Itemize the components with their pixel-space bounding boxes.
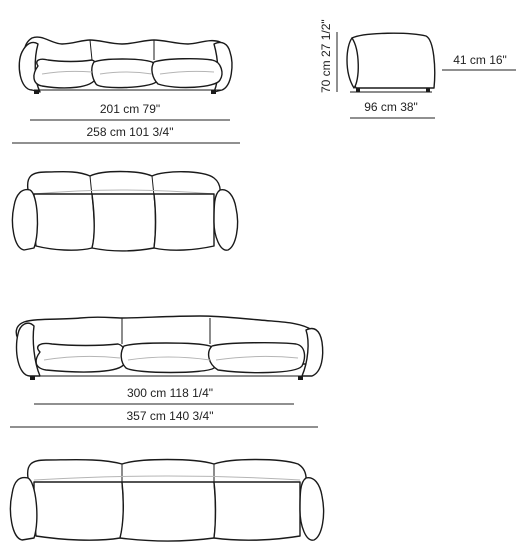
small-sofa-front-view	[18, 36, 233, 94]
large-overall-width-dimension: 357 cm 140 3/4"	[10, 409, 318, 428]
large-sofa-top-view	[9, 458, 325, 542]
large-sofa-front-view	[15, 315, 324, 380]
side-view	[346, 32, 436, 93]
small-sofa-top-view	[11, 170, 239, 252]
seat-height-label: 41 cm 16"	[453, 53, 507, 67]
height-dimension: 70 cm 27 1/2"	[319, 19, 338, 93]
small-overall-width-label: 258 cm 101 3/4"	[87, 125, 174, 139]
seat-height-dimension: 41 cm 16"	[442, 53, 516, 71]
large-overall-width-label: 357 cm 140 3/4"	[127, 409, 214, 423]
small-inner-width-label: 201 cm 79"	[100, 102, 160, 116]
small-overall-width-dimension: 258 cm 101 3/4"	[12, 125, 240, 144]
large-inner-width-dimension: 300 cm 118 1/4"	[34, 386, 294, 405]
small-inner-width-dimension: 201 cm 79"	[30, 102, 230, 121]
depth-label: 96 cm 38"	[364, 100, 418, 114]
height-label: 70 cm 27 1/2"	[319, 19, 333, 93]
large-inner-width-label: 300 cm 118 1/4"	[127, 386, 213, 400]
depth-dimension: 96 cm 38"	[350, 100, 435, 119]
